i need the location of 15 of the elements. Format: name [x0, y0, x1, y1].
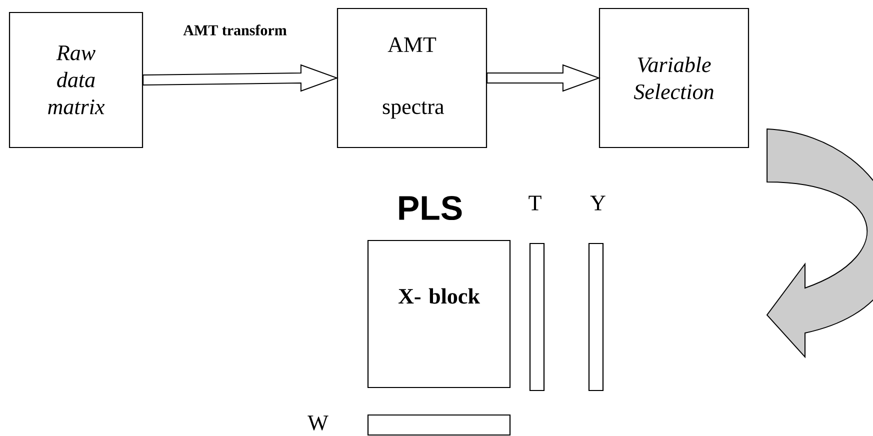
process-box: AMT spectra [336, 8, 488, 148]
outlined-title: PLS [399, 196, 462, 220]
matrix-label: T [528, 196, 542, 210]
matrix-label: Y [590, 196, 606, 210]
process-box: Variable Selection [598, 8, 750, 148]
matrix-bar [367, 414, 511, 436]
matrix-bar [529, 242, 545, 392]
matrix-bar [588, 242, 604, 392]
block-arrow [486, 64, 600, 92]
matrix-label: W [308, 416, 328, 430]
block-arrow [142, 64, 338, 92]
block-arrow [766, 128, 873, 358]
process-box: Raw data matrix [8, 12, 144, 148]
edge-label: AMT transform [183, 24, 287, 36]
matrix-box: X- block [367, 240, 511, 388]
